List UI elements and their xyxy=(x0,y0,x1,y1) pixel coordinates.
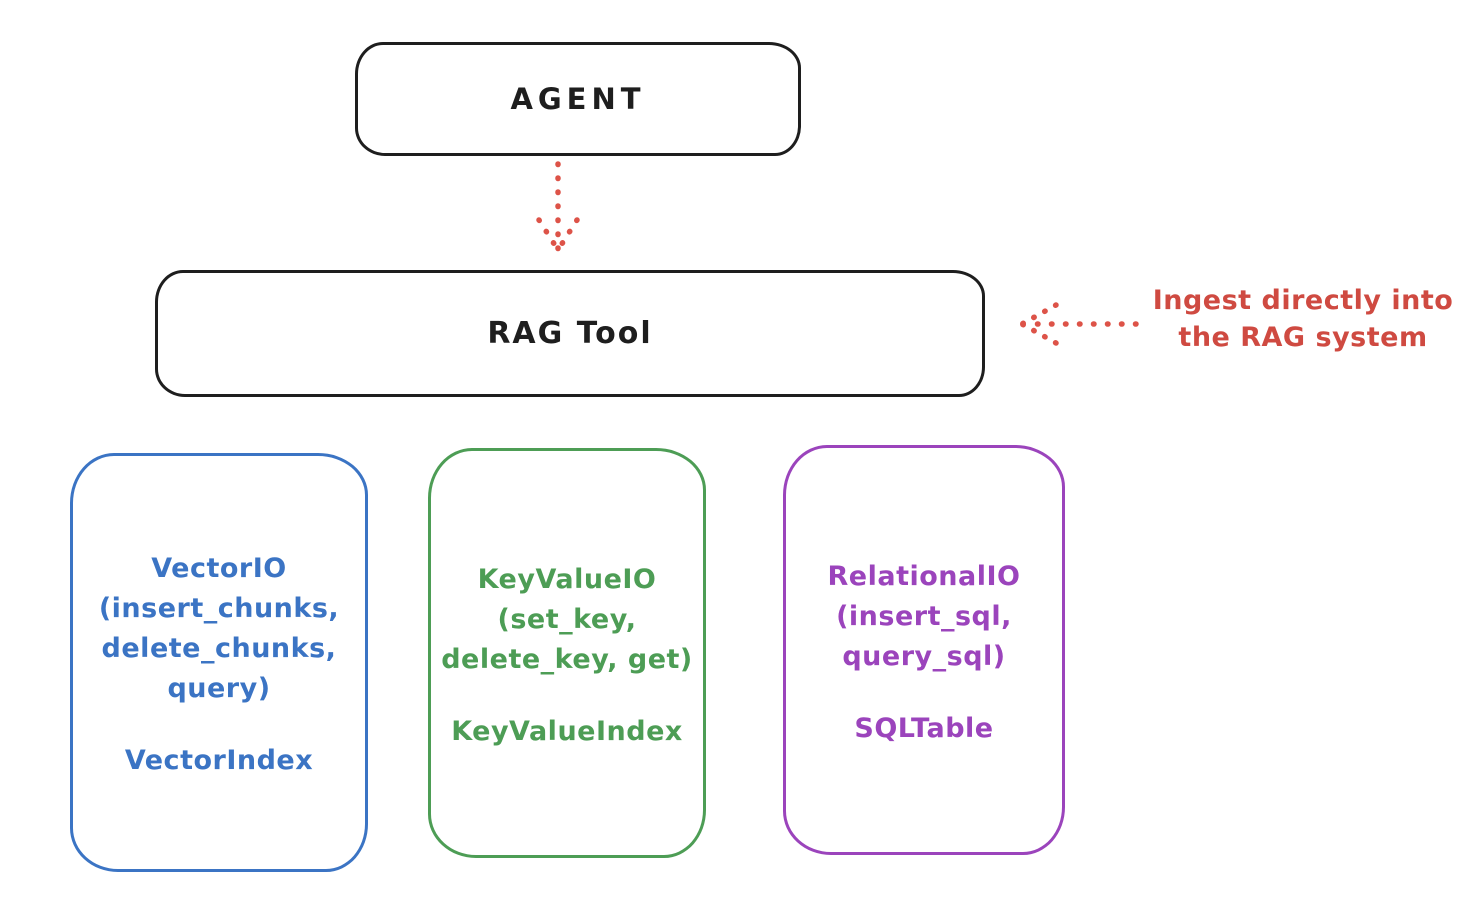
vector-index-label: VectorIndex xyxy=(124,745,314,776)
ingest-annotation: Ingest directly into the RAG system xyxy=(1152,285,1454,353)
keyvalue-io-label: KeyValueIO (set_key, delete_key, get) xyxy=(441,563,693,675)
relational-io-card: RelationalIO (insert_sql, query_sql) SQL… xyxy=(783,445,1065,855)
rag-tool-label: RAG Tool xyxy=(487,316,653,351)
sql-table-label: SQLTable xyxy=(854,712,994,744)
agent-label: AGENT xyxy=(510,82,646,116)
vector-io-card: VectorIO (insert_chunks, delete_chunks, … xyxy=(70,453,368,872)
arrow-left-icon xyxy=(1019,302,1139,346)
vector-io-label: VectorIO (insert_chunks, delete_chunks, … xyxy=(98,553,340,704)
arrow-down-icon xyxy=(536,161,580,255)
agent-box: AGENT xyxy=(355,42,801,156)
keyvalue-index-label: KeyValueIndex xyxy=(451,715,683,747)
rag-tool-box: RAG Tool xyxy=(155,270,985,397)
keyvalue-io-card: KeyValueIO (set_key, delete_key, get) Ke… xyxy=(428,448,706,858)
relational-io-label: RelationalIO (insert_sql, query_sql) xyxy=(827,560,1021,672)
